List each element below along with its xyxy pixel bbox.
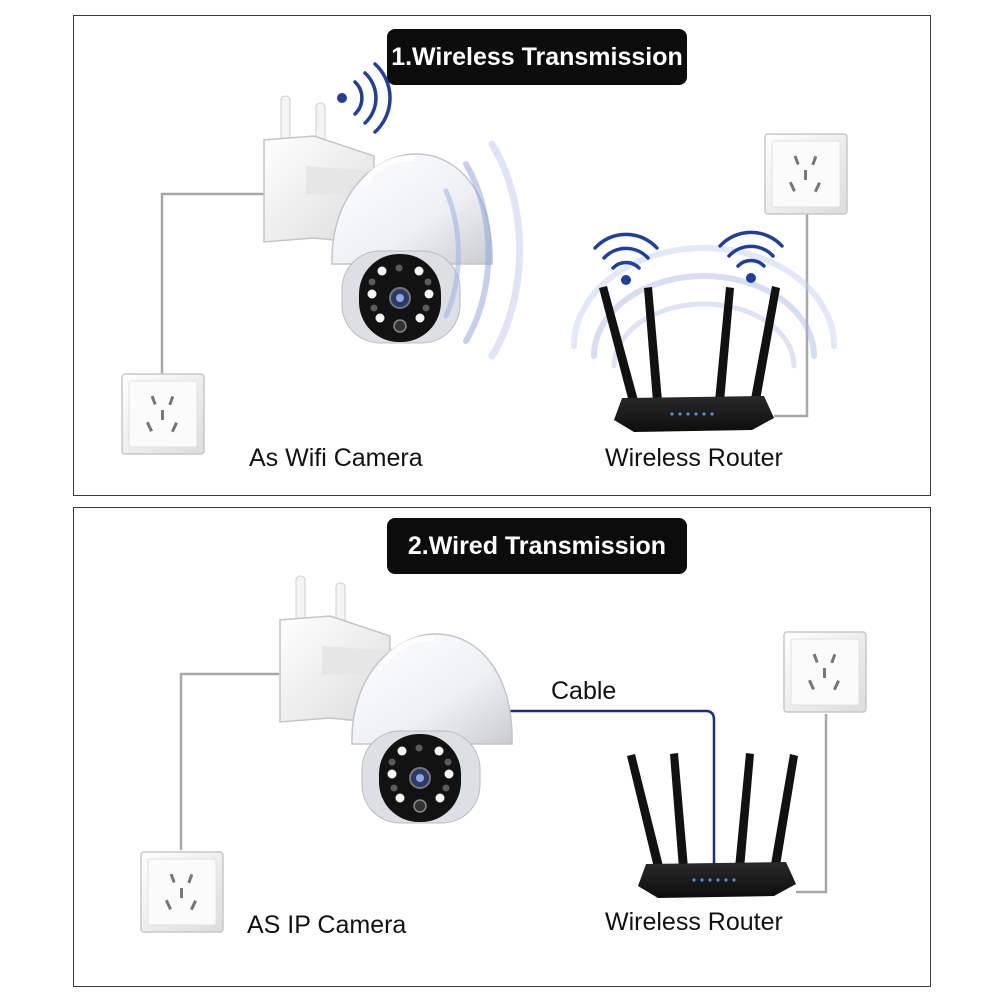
router-power-wire <box>796 714 828 894</box>
router-power-wire <box>774 214 809 418</box>
router-label-wireless: Wireless Router <box>605 444 783 472</box>
wall-outlet-right <box>764 133 848 215</box>
router-label-wireless: Wireless Router <box>605 908 783 936</box>
camera-power-wire <box>160 192 264 376</box>
section-title-wireless: 1.Wireless Transmission <box>387 29 687 85</box>
camera-power-wire <box>179 672 279 850</box>
camera-label-wifi: As Wifi Camera <box>249 444 423 472</box>
section-title-wired: 2.Wired Transmission <box>387 518 687 574</box>
ip-camera-icon <box>279 575 513 824</box>
wireless-diagram <box>121 62 848 455</box>
wireless-transmission-panel: 1.Wireless Transmission <box>73 15 931 496</box>
router-wifi-signal-icon-right <box>718 230 784 283</box>
camera-label-ip: AS IP Camera <box>247 911 407 939</box>
camera-wifi-signal-icon <box>337 62 392 134</box>
ethernet-cable <box>484 709 716 868</box>
wifi-camera-icon <box>263 95 493 344</box>
wall-outlet-right <box>783 631 867 713</box>
cable-label: Cable <box>551 677 617 705</box>
wired-diagram <box>140 575 867 933</box>
camera-radio-waves <box>443 140 524 360</box>
wall-outlet-left <box>121 373 205 455</box>
wired-transmission-panel: 2.Wired Transmission <box>73 507 931 987</box>
router-wifi-signal-icon-left <box>593 232 659 285</box>
wireless-router-icon <box>599 286 780 432</box>
router-radio-waves <box>571 245 837 369</box>
wireless-router-icon <box>627 753 798 898</box>
wall-outlet-left <box>140 851 224 933</box>
